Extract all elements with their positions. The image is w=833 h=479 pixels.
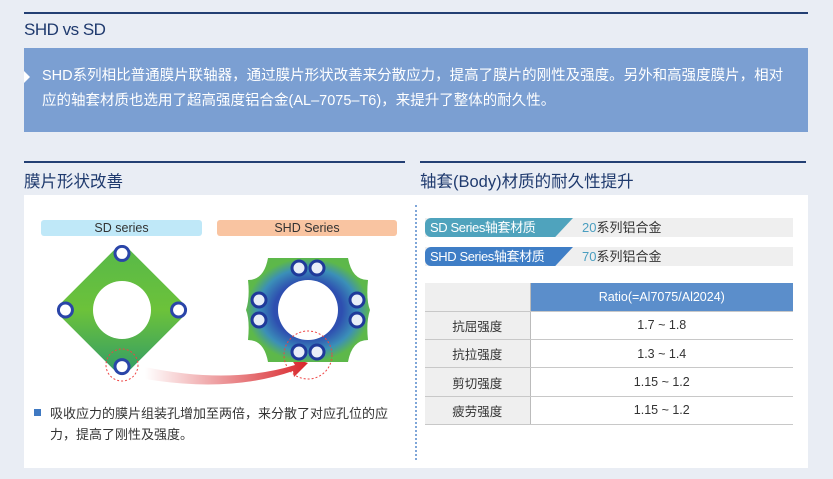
- shd-diaphragm: [246, 258, 370, 362]
- left-heading: 膜片形状改善: [24, 173, 123, 191]
- right-heading: 轴套(Body)材质的耐久性提升: [420, 173, 634, 191]
- divider: [415, 205, 417, 460]
- material-value: 20系列铝合金: [582, 220, 662, 235]
- page-title: SHD vs SD: [24, 20, 106, 39]
- arrow-icon: [145, 357, 308, 385]
- shd-series-tag: SHD Series: [217, 220, 397, 236]
- shd-highlight-circle: [283, 330, 333, 380]
- material-badge: SHD Series轴套材质: [425, 247, 573, 266]
- title-rule: [24, 12, 808, 14]
- bullet-text: 吸收应力的膜片组装孔增加至两倍，来分散了对应孔位的应力，提高了刚性及强度。: [50, 406, 389, 442]
- left-rule: [24, 161, 405, 163]
- sd-series-tag: SD series: [41, 220, 202, 236]
- diaphragm-stress-diagram: [56, 245, 370, 385]
- sd-highlight-circle: [105, 348, 139, 382]
- table-header: Ratio(=Al7075/Al2024): [530, 283, 793, 312]
- material-row-sd: SD Series轴套材质 20系列铝合金: [425, 218, 793, 237]
- bullet-note: 吸收应力的膜片组装孔增加至两倍，来分散了对应孔位的应力，提高了刚性及强度。: [34, 403, 409, 445]
- bullet-square-icon: [34, 409, 41, 416]
- sd-diaphragm: [56, 245, 188, 376]
- material-row-shd: SHD Series轴套材质 70系列铝合金: [425, 247, 793, 266]
- right-rule: [420, 161, 806, 163]
- intro-box: SHD系列相比普通膜片联轴器，通过膜片形状改善来分散应力，提高了膜片的刚性及强度…: [24, 48, 808, 132]
- material-badge: SD Series轴套材质: [425, 218, 573, 237]
- material-value: 70系列铝合金: [582, 249, 662, 264]
